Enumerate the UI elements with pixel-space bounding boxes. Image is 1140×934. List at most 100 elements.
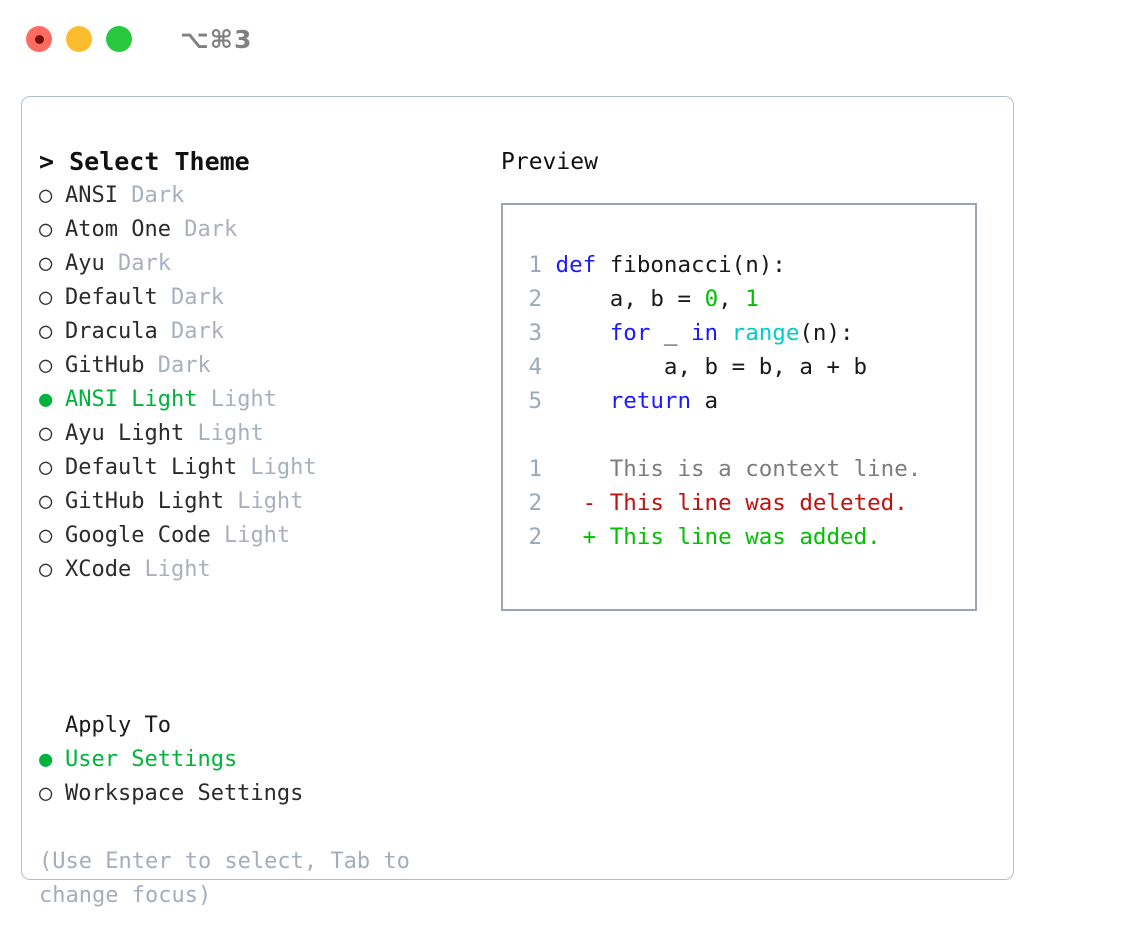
line-number: 2: [528, 524, 542, 550]
diff-line: 1 This is a context line.: [516, 452, 969, 486]
theme-option-label: ANSI: [65, 183, 118, 208]
theme-variant-badge: Dark: [157, 285, 224, 310]
line-number: 1: [528, 252, 542, 278]
theme-option-default-light[interactable]: ○Default Light Light: [39, 451, 499, 485]
preview-column: Preview: [501, 145, 1001, 179]
code-token: fibonacci(n):: [596, 252, 786, 278]
line-number: 2: [528, 490, 542, 516]
theme-variant-badge: Light: [210, 523, 291, 548]
theme-variant-badge: Light: [184, 421, 264, 446]
theme-option-label: ANSI Light: [65, 387, 198, 412]
diff-marker-icon: [583, 456, 597, 482]
apply-to-option-label: Workspace Settings: [65, 781, 304, 806]
keyboard-shortcut-label: ⌥⌘3: [180, 24, 253, 54]
diff-line-text: This is a context line.: [596, 456, 922, 482]
radio-unselected-icon: ○: [39, 319, 53, 344]
preview-title: Preview: [501, 149, 598, 175]
theme-option-label: Ayu: [65, 251, 105, 276]
radio-unselected-icon: ○: [39, 489, 53, 514]
code-token: _: [650, 320, 692, 346]
theme-variant-badge: Dark: [117, 183, 185, 208]
keyboard-hint-text: (Use Enter to select, Tab to change focu…: [39, 849, 410, 908]
theme-option-atom-one[interactable]: ○ Atom One Dark: [39, 213, 499, 247]
theme-variant-badge: Dark: [170, 217, 238, 242]
radio-unselected-icon: ○: [39, 353, 53, 378]
theme-variant-badge: Dark: [104, 251, 171, 276]
recording-indicator-icon: [34, 34, 44, 44]
theme-option-ayu-light[interactable]: ○Ayu Light Light: [39, 417, 499, 451]
theme-option-label: Default: [65, 285, 158, 310]
radio-unselected-icon: ○: [39, 557, 53, 582]
radio-unselected-icon: ○: [39, 455, 53, 480]
code-token: for: [609, 320, 651, 346]
close-button[interactable]: [26, 26, 52, 52]
code-line: 5 return a: [516, 384, 969, 418]
maximize-button[interactable]: [106, 26, 132, 52]
code-token: return: [609, 388, 692, 414]
code-token: a, b = b, a + b: [555, 354, 868, 380]
theme-option-google-code[interactable]: ○ Google Code Light: [39, 519, 499, 553]
diff-sample-lines: 1 This is a context line.2 - This line w…: [516, 452, 969, 554]
radio-unselected-icon: ○: [39, 183, 53, 208]
radio-selected-icon: ●: [39, 387, 53, 412]
theme-option-ayu[interactable]: ○ Ayu Dark: [39, 247, 499, 281]
diff-line: 2 - This line was deleted.: [516, 486, 969, 520]
theme-list-header: > Select Theme: [39, 147, 250, 176]
code-line: 4 a, b = b, a + b: [516, 350, 969, 384]
apply-to-header: Apply To: [65, 713, 171, 738]
radio-unselected-icon: ○: [39, 251, 53, 276]
code-token: a: [691, 388, 719, 414]
main-panel: > Select Theme ○ANSI Dark○Atom One Dark○…: [21, 96, 1014, 908]
line-number: 4: [528, 354, 542, 380]
theme-option-label: GitHub: [65, 353, 145, 378]
theme-option-label: Atom One: [65, 217, 171, 242]
diff-line-text: This line was added.: [596, 524, 881, 550]
theme-option-label: Ayu Light: [65, 421, 185, 446]
theme-variant-badge: Light: [223, 489, 304, 514]
radio-selected-icon: ●: [39, 747, 53, 772]
apply-to-options-container: ● User Settings ○ Workspace Settings: [39, 743, 499, 811]
minimize-button[interactable]: [66, 26, 92, 52]
diff-marker-icon: +: [582, 524, 597, 550]
radio-unselected-icon: ○: [39, 285, 53, 310]
radio-unselected-icon: ○: [39, 217, 53, 242]
code-token: a, b =: [555, 286, 705, 312]
apply-to-option-label: User Settings: [65, 747, 238, 772]
theme-option-xcode[interactable]: ○ XCode Light: [39, 553, 499, 587]
theme-option-label: XCode: [65, 557, 132, 582]
code-line: 1 def fibonacci(n):: [516, 248, 969, 282]
code-token: [556, 320, 610, 346]
code-token: range: [731, 320, 800, 346]
theme-variant-badge: Dark: [144, 353, 211, 378]
diff-line: 2 + This line was added.: [516, 520, 969, 554]
code-token: def: [555, 252, 597, 278]
code-line: 3 for _ in range(n):: [516, 316, 969, 350]
theme-variant-badge: Light: [197, 387, 277, 412]
apply-to-option-user-settings[interactable]: ● User Settings: [39, 743, 499, 777]
apply-to-option-workspace-settings[interactable]: ○ Workspace Settings: [39, 777, 499, 811]
code-token: in: [691, 320, 719, 346]
theme-option-github-light[interactable]: ○GitHub Light Light: [39, 485, 499, 519]
theme-variant-badge: Light: [131, 557, 211, 582]
theme-options-container: ○ ANSI Dark ○ Atom One Dark ○ Ayu Dark ○ Defaul…: [39, 179, 499, 587]
theme-option-github[interactable]: ○ GitHub Dark: [39, 349, 499, 383]
theme-option-label: Default Light: [65, 455, 238, 480]
title-bar: ⌥⌘3: [0, 0, 1140, 78]
theme-option-label: Google Code: [65, 523, 211, 548]
theme-selector-list: > Select Theme ○ANSI Dark○Atom One Dark○…: [39, 145, 499, 587]
line-number: 3: [528, 320, 542, 346]
theme-option-ansi[interactable]: ○ ANSI Dark: [39, 179, 499, 213]
theme-option-ansi-light[interactable]: ● ANSI Light Light: [39, 383, 499, 417]
theme-option-dracula[interactable]: ○Dracula Dark: [39, 315, 499, 349]
line-number: 5: [528, 388, 542, 414]
code-token: [718, 320, 732, 346]
theme-option-default[interactable]: ○ Default Dark: [39, 281, 499, 315]
code-token: 1: [745, 286, 759, 312]
radio-unselected-icon: ○: [39, 523, 53, 548]
theme-variant-badge: Dark: [157, 319, 224, 344]
line-number: 2: [528, 286, 542, 312]
radio-unselected-icon: ○: [39, 781, 53, 806]
